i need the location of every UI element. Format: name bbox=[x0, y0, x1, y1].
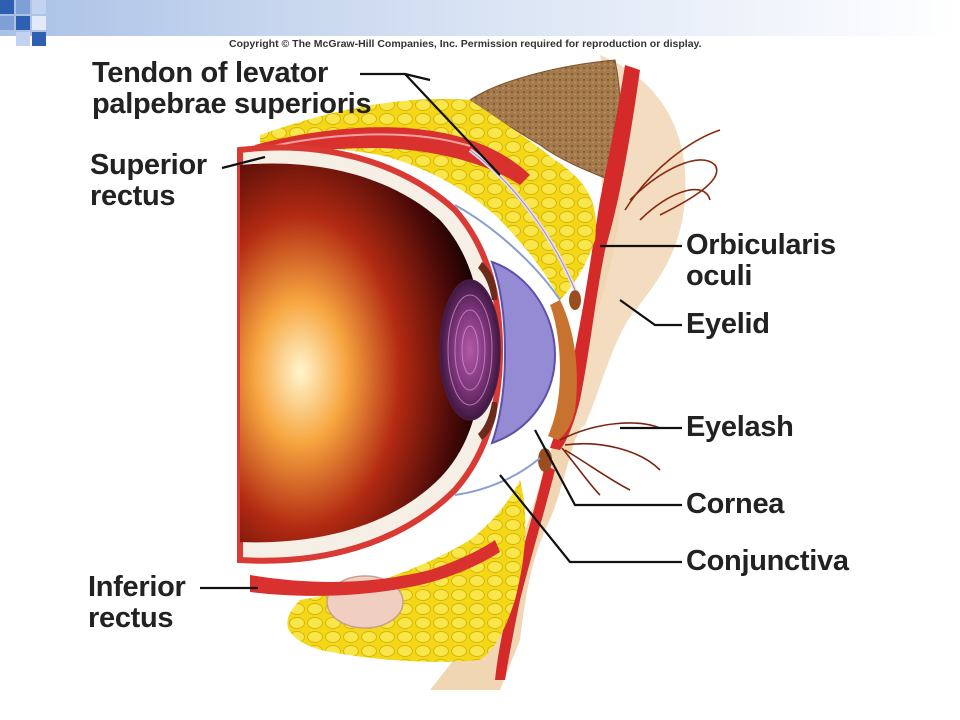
label-superior-rectus: Superior rectus bbox=[90, 149, 207, 212]
leader-eyelid bbox=[619, 299, 682, 327]
label-orbicularis-oculi: Orbicularis oculi bbox=[686, 229, 836, 292]
cornea bbox=[490, 260, 557, 445]
lower-orbicularis bbox=[495, 465, 555, 680]
superior-rectus-muscle bbox=[255, 127, 530, 185]
eyeball-interior bbox=[240, 163, 482, 543]
slide-title-bar bbox=[0, 0, 960, 36]
label-conjunctiva: Conjunctiva bbox=[686, 545, 849, 577]
skin-outer bbox=[560, 55, 686, 440]
iris bbox=[478, 262, 498, 300]
upper-orbital-fat bbox=[260, 99, 596, 300]
label-tendon-levator: Tendon of levator palpebrae superioris bbox=[92, 57, 372, 120]
orbicularis-muscle bbox=[550, 65, 640, 450]
inferior-rectus-muscle bbox=[250, 540, 500, 596]
leader-conjunctiva bbox=[499, 474, 682, 564]
label-inferior-rectus: Inferior rectus bbox=[88, 571, 186, 634]
copyright-notice: Copyright © The McGraw-Hill Companies, I… bbox=[229, 38, 702, 50]
corner-decoration bbox=[0, 0, 80, 56]
leader-superior-rectus bbox=[221, 155, 266, 170]
lens bbox=[439, 279, 501, 421]
upper-eyelid-tarsus bbox=[548, 300, 577, 440]
label-cornea: Cornea bbox=[686, 488, 785, 520]
leader-cornea bbox=[534, 429, 682, 507]
label-eyelash: Eyelash bbox=[686, 411, 794, 443]
label-eyelid: Eyelid bbox=[686, 308, 770, 340]
